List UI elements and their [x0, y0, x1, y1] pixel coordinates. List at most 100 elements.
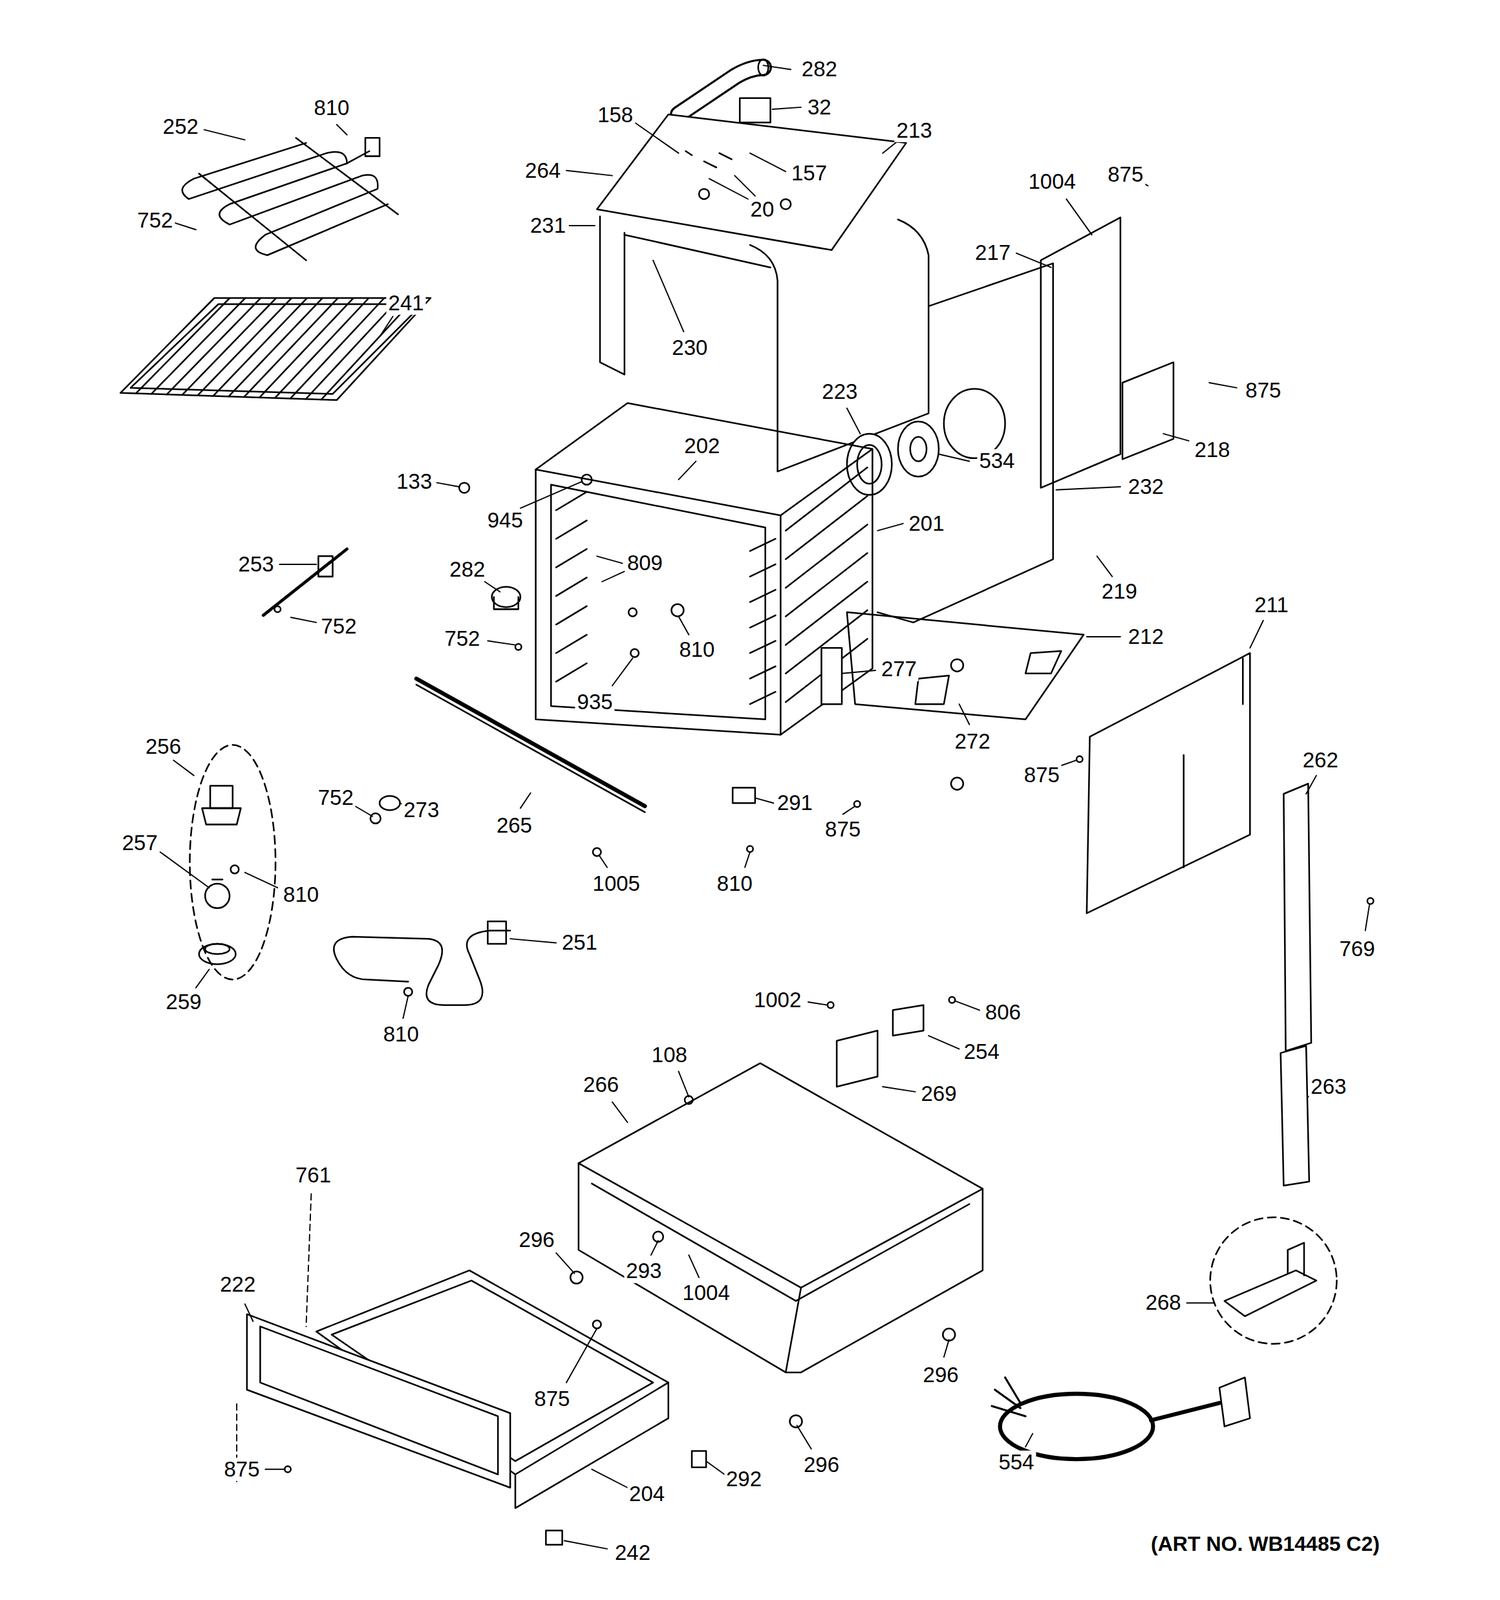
callout-number: 222	[217, 1273, 258, 1297]
callout-number: 752	[135, 208, 175, 233]
callout-number: 230	[669, 336, 710, 360]
callout-number: 268	[1143, 1291, 1184, 1315]
fan	[910, 437, 927, 462]
callout-number: 266	[581, 1073, 621, 1097]
leader-lines	[160, 65, 1370, 1550]
bake-element	[487, 921, 506, 944]
callout-number: 752	[316, 786, 356, 810]
broil-element	[199, 137, 399, 260]
back-panel	[1025, 651, 1061, 674]
leader-lines	[566, 65, 899, 200]
callout-number: 875	[1105, 162, 1146, 187]
back-panel	[943, 388, 1006, 458]
rack-support	[556, 495, 868, 577]
side-panel	[1086, 653, 1251, 913]
drawer	[691, 1450, 707, 1468]
callout-number: 282	[447, 557, 487, 581]
back-panel	[877, 263, 1053, 623]
callout-number: 259	[164, 990, 204, 1014]
power-cord	[991, 1377, 1250, 1460]
outer-wrap	[624, 234, 771, 268]
callout-number: 810	[715, 872, 755, 896]
power-cord	[991, 1377, 1026, 1417]
light-assembly	[210, 785, 233, 809]
rack-support	[556, 524, 868, 602]
callout-number: 761	[293, 1163, 333, 1188]
callout-number: 204	[627, 1481, 667, 1506]
small-parts	[1367, 898, 1374, 904]
rack-support	[556, 467, 868, 551]
callout-number: 232	[1126, 475, 1166, 499]
light-assembly	[230, 865, 240, 875]
callout-number: 282	[799, 57, 840, 81]
top-panel	[596, 98, 906, 251]
leader-lines	[160, 852, 1370, 1050]
outer-wrap	[600, 216, 625, 375]
callout-number: 157	[789, 161, 829, 185]
rack-support	[556, 553, 868, 628]
callout-number: 1002	[751, 988, 804, 1012]
callout-number: 252	[160, 115, 201, 139]
oven-cavity	[630, 649, 639, 658]
drawer-base	[578, 1163, 983, 1373]
drawer-base	[790, 1415, 803, 1428]
drawer	[259, 1326, 498, 1475]
power-cord	[1219, 1377, 1250, 1427]
callout-number: 1005	[590, 872, 643, 896]
callout-number: 875	[823, 817, 863, 842]
drawer	[515, 1382, 669, 1509]
small-parts	[1076, 756, 1083, 763]
light-assembly	[212, 878, 223, 881]
top-panel	[596, 114, 906, 251]
callout-number: 806	[983, 1000, 1023, 1024]
rack-wire	[290, 298, 385, 399]
callout-number: 810	[381, 1022, 421, 1047]
fan	[898, 421, 939, 477]
sensor	[274, 606, 281, 613]
callout-number: 752	[318, 614, 359, 639]
detail-bracket	[1210, 1217, 1338, 1345]
drawer-base	[827, 1002, 834, 1008]
small-parts	[370, 813, 381, 824]
oven-cavity	[581, 474, 593, 485]
callout-number: 251	[559, 931, 600, 955]
broil-element	[182, 137, 399, 260]
broil-element	[182, 142, 388, 256]
drawer	[545, 1531, 562, 1546]
callout-number: 158	[595, 103, 635, 127]
leader-lines	[265, 1328, 1033, 1550]
power-cord	[1000, 1393, 1154, 1460]
small-parts	[379, 795, 401, 811]
callout-number: 875	[1022, 763, 1062, 787]
callout-number: 273	[401, 798, 441, 822]
drawer-base	[570, 1271, 583, 1285]
light-assembly	[201, 808, 241, 825]
drawer-base	[578, 1063, 983, 1288]
callout-number: 875	[1243, 378, 1283, 403]
oven-cavity	[535, 403, 873, 736]
drawer-base	[892, 1005, 924, 1036]
drawer-base	[942, 1328, 955, 1341]
light-assembly	[204, 943, 230, 955]
callout-number: 212	[1126, 625, 1166, 649]
leader-lines	[245, 1071, 1317, 1322]
callout-number: 242	[612, 1541, 653, 1565]
fan	[846, 433, 892, 496]
trim	[1280, 1046, 1310, 1186]
bake-element	[333, 921, 511, 1005]
callout-number: 810	[311, 96, 352, 120]
drawer	[592, 1320, 602, 1329]
small-parts	[493, 596, 519, 610]
small-parts	[515, 643, 522, 650]
oven-cavity	[535, 469, 782, 735]
drawer	[284, 1466, 291, 1473]
callout-number: 554	[996, 1450, 1036, 1474]
back-panel	[846, 612, 1084, 720]
callout-number: 810	[676, 638, 717, 662]
trim	[1283, 783, 1312, 1051]
oven-cavity	[550, 484, 765, 720]
trim	[1280, 783, 1312, 1186]
small-parts	[459, 482, 470, 494]
